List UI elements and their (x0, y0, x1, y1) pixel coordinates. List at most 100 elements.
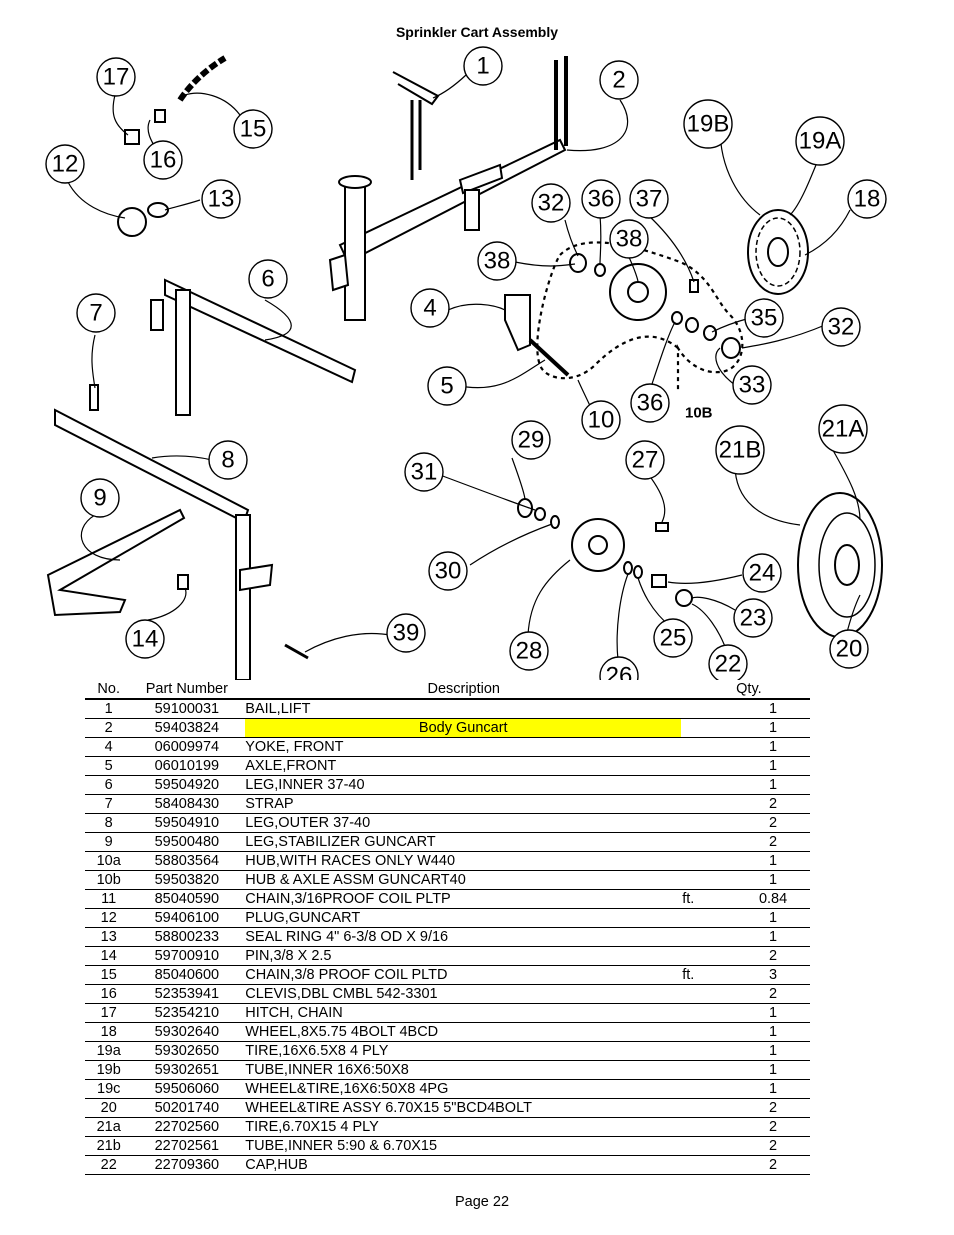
callout-circle (829, 629, 869, 669)
row-no: 17 (85, 1003, 133, 1023)
row-unit (682, 1003, 737, 1023)
callout-number: 20 (836, 636, 863, 663)
row-no: 13 (85, 927, 133, 947)
row-description: CLEVIS,DBL CMBL 542-3301 (241, 984, 683, 1004)
row-no: 19b (85, 1060, 133, 1080)
callout-circle (733, 598, 773, 638)
row-part-number: 59504920 (132, 775, 242, 795)
callout-38b: 38 (477, 241, 517, 281)
callout-number: 10 (588, 407, 615, 434)
callout-33: 33 (732, 365, 772, 405)
callout-37: 37 (629, 179, 669, 219)
callout-circle (732, 365, 772, 405)
row-description: TUBE,INNER 16X6:50X8 (241, 1060, 683, 1080)
row-no: 6 (85, 775, 133, 795)
assembly-diagram: 17 15 16 12 13 1 2 6 7 4 5 8 9 14 39 32 … (45, 46, 887, 681)
callout-7: 7 (76, 293, 116, 333)
row-part-number: 22702561 (132, 1136, 242, 1156)
row-unit (682, 1022, 737, 1042)
row-unit (682, 1136, 737, 1156)
callout-circle (531, 183, 571, 223)
callout-13: 13 (201, 179, 241, 219)
row-no: 10a (85, 851, 133, 871)
callout-18: 18 (847, 179, 887, 219)
callout-32a: 32 (531, 183, 571, 223)
callout-circle (715, 425, 765, 475)
callout-number: 12 (52, 151, 79, 178)
callout-circle (45, 144, 85, 184)
row-qty: 1 (736, 851, 810, 871)
callout-circle (404, 452, 444, 492)
row-unit (682, 870, 737, 890)
callout-number: 14 (132, 626, 159, 653)
callout-number: 39 (393, 620, 420, 647)
callout-circle (581, 179, 621, 219)
row-unit (682, 718, 737, 738)
row-no: 1 (85, 699, 133, 719)
row-qty: 1 (736, 718, 810, 738)
callout-number: 26 (606, 663, 633, 681)
callout-15: 15 (233, 109, 273, 149)
callout-number: 8 (221, 447, 234, 474)
row-part-number: 59406100 (132, 908, 242, 928)
row-part-number: 59403824 (132, 718, 242, 738)
row-part-number: 59302650 (132, 1041, 242, 1061)
callout-number: 21A (822, 416, 865, 443)
row-part-number: 52353941 (132, 984, 242, 1004)
callout-circle (629, 179, 669, 219)
callout-circle (708, 644, 748, 680)
row-description: WHEEL,8X5.75 4BOLT 4BCD (241, 1022, 683, 1042)
callout-circle (201, 179, 241, 219)
row-qty: 1 (736, 775, 810, 795)
header-description: Description (241, 680, 683, 700)
callout-number: 33 (739, 372, 766, 399)
row-unit: ft. (682, 965, 737, 985)
row-part-number: 58803564 (132, 851, 242, 871)
row-unit (682, 946, 737, 966)
callout-17: 17 (96, 57, 136, 97)
row-no: 15 (85, 965, 133, 985)
callout-circle (581, 400, 621, 440)
callout-10: 10 (581, 400, 621, 440)
callout-36b: 36 (630, 383, 670, 423)
header-qty: Qty. (736, 680, 810, 700)
row-part-number: 22702560 (132, 1117, 242, 1137)
callout-circle (821, 307, 861, 347)
callout-9: 9 (80, 478, 120, 518)
row-unit (682, 851, 737, 871)
row-qty: 2 (736, 813, 810, 833)
callout-number: 30 (435, 558, 462, 585)
callout-circle (609, 219, 649, 259)
row-part-number: 59302651 (132, 1060, 242, 1080)
row-no: 14 (85, 946, 133, 966)
callout-38a: 38 (609, 219, 649, 259)
row-description: STRAP (241, 794, 683, 814)
row-description: HUB & AXLE ASSM GUNCART40 (241, 870, 683, 890)
callout-number: 29 (518, 427, 545, 454)
row-qty: 1 (736, 737, 810, 757)
row-qty: 2 (736, 1155, 810, 1175)
row-no: 19a (85, 1041, 133, 1061)
callout-number: 38 (484, 248, 511, 275)
callout-26: 26 (599, 656, 639, 681)
row-unit (682, 794, 737, 814)
callout-circle (683, 99, 733, 149)
callout-number: 24 (749, 560, 776, 587)
callout-circle (630, 383, 670, 423)
callout-4: 4 (410, 288, 450, 328)
row-description: CAP,HUB (241, 1155, 683, 1175)
row-description: HITCH, CHAIN (241, 1003, 683, 1023)
callout-circle (125, 619, 165, 659)
callout-22: 22 (708, 644, 748, 680)
callout-circle (511, 420, 551, 460)
callout-number: 21B (719, 437, 762, 464)
